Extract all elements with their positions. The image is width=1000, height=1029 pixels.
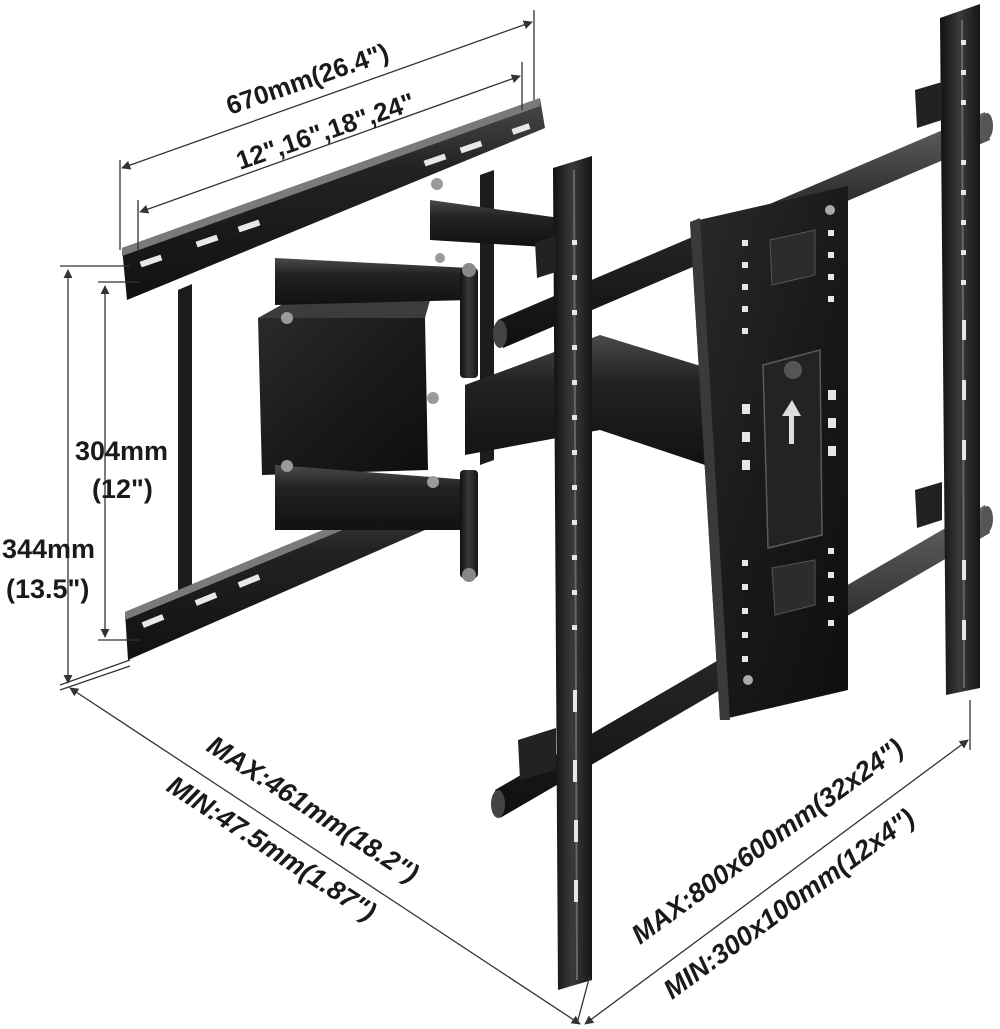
dimension-lines xyxy=(59,10,971,1025)
wall-plate-bottom-rail xyxy=(125,490,425,660)
bottom-rail-slots xyxy=(141,574,261,628)
left-inner-label-line2: (12") xyxy=(92,474,153,504)
wall-plate-center xyxy=(258,318,428,475)
bracket-holes xyxy=(742,230,836,662)
left-outer-label-line1: 344mm xyxy=(2,534,95,564)
hinge-pin xyxy=(460,470,478,578)
lock-knob xyxy=(784,361,802,379)
articulating-arms xyxy=(275,178,720,582)
tv-bracket-plate xyxy=(690,186,848,720)
up-arrow-icon xyxy=(782,400,801,444)
left-vertical-rail xyxy=(518,156,592,990)
left-outer-label-line2: (13.5") xyxy=(6,574,89,604)
right-vertical-rail xyxy=(915,4,980,695)
left-inner-label-line1: 304mm xyxy=(75,436,168,466)
hinge-pin xyxy=(460,268,478,378)
